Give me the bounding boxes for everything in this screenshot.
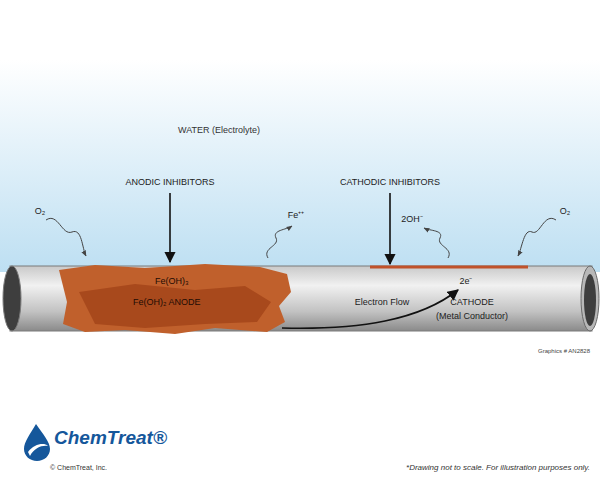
cathode-film [370, 266, 528, 269]
ion-arrow [267, 226, 292, 258]
inhibitor-label: CATHODIC INHIBITORS [340, 177, 440, 187]
anode-deposit: Fe(OH)₃ Fe(OH)₂ ANODE [55, 262, 295, 334]
species-label: 2OH⁻ [401, 214, 423, 224]
pipe-end [3, 266, 21, 331]
pipe-end-hole [584, 274, 596, 326]
inhibitor-arrow [169, 193, 171, 262]
inhibitor-label: ANODIC INHIBITORS [126, 177, 215, 187]
ferrous-layer [79, 284, 271, 328]
cathode-label: CATHODE [450, 297, 493, 307]
oxygen-arrow [518, 218, 556, 256]
logo-text: ChemTreat® [54, 427, 167, 449]
species-label: O₂ [560, 206, 571, 216]
flow-label: Electron Flow [355, 297, 410, 307]
node-text: Fe(OH)₂ ANODE [133, 297, 201, 307]
species-label: Fe⁺⁺ [288, 210, 305, 220]
logo-drop [24, 424, 50, 461]
electron-flow-arrow [282, 290, 458, 328]
species-label: 2e⁻ [459, 276, 472, 286]
logo-swoosh [28, 444, 48, 456]
inhibitor-arrow [389, 193, 391, 264]
ferric-layer [59, 264, 291, 334]
pipe-end [581, 266, 599, 331]
water-band: WATER (Electrolyte) [0, 0, 600, 262]
copyright-note: © ChemTreat, Inc. [50, 464, 107, 472]
node-text: Fe(OH)₃ [155, 276, 189, 286]
species-label: O₂ [35, 206, 46, 216]
oxygen-arrow [46, 218, 86, 256]
graphics-number: Graphics # AN2828 [538, 348, 590, 355]
ion-arrow [424, 228, 449, 258]
cathode-label: (Metal Conductor) [436, 311, 508, 321]
water-band [0, 0, 600, 272]
disclaimer-note: *Drawing not to scale. For illustration … [406, 463, 590, 472]
node-text: WATER (Electrolyte) [178, 125, 260, 135]
